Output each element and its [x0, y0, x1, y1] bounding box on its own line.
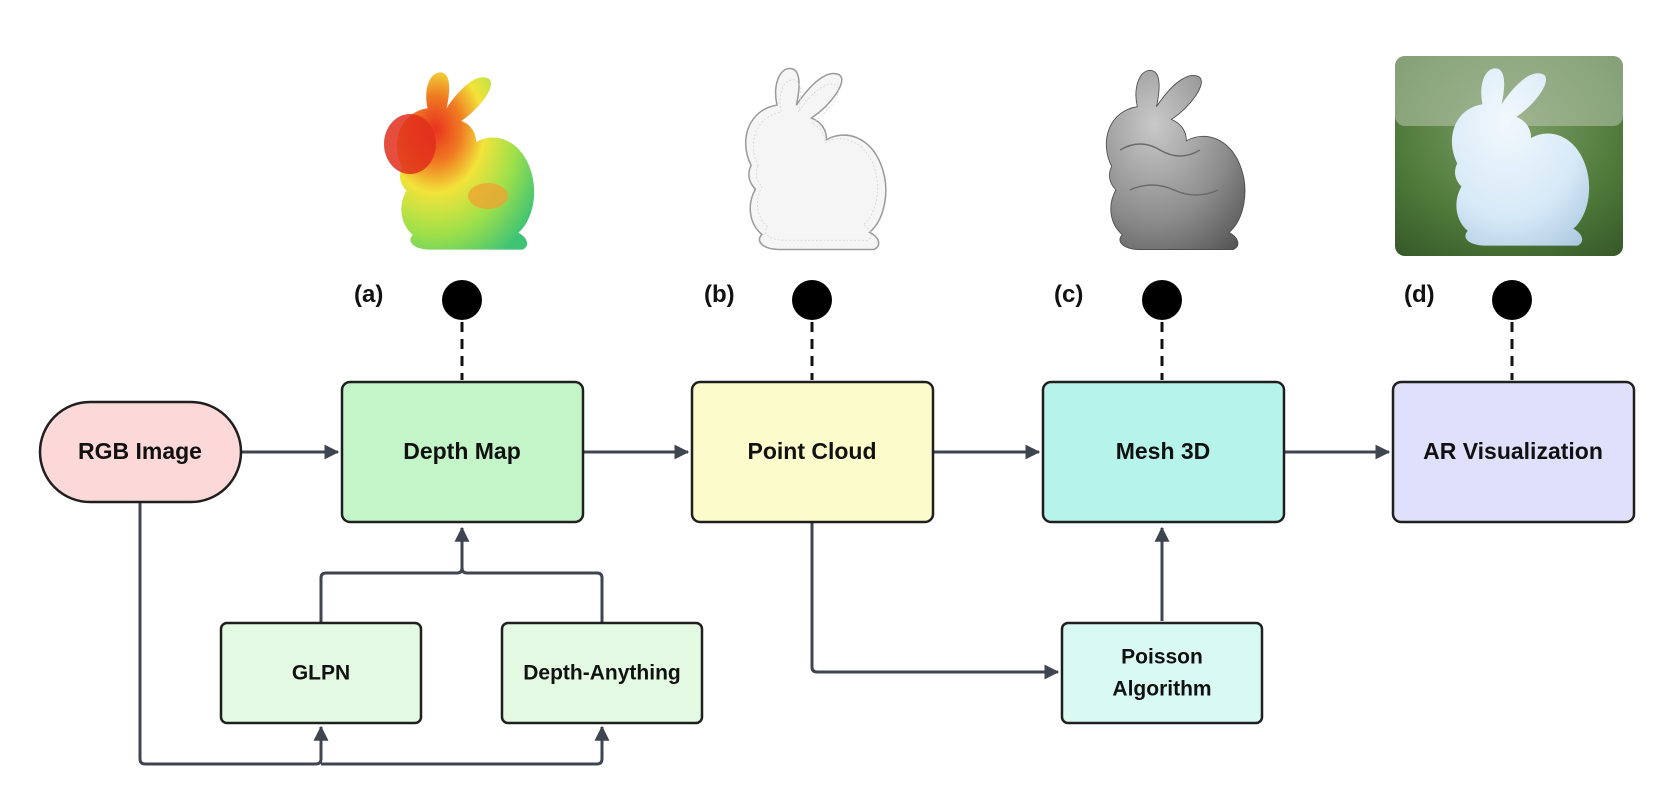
node-point-cloud: Point Cloud	[690, 380, 935, 524]
panel-marker-d	[1492, 280, 1532, 380]
node-poisson-algorithm-shape	[1060, 621, 1264, 725]
panel-image-ar-bunny	[1395, 56, 1623, 256]
panel-image-point-cloud-bunny	[744, 67, 887, 251]
edge-pointcloud-to-poisson	[810, 522, 1060, 680]
panel-image-mesh-bunny	[1105, 69, 1246, 251]
panel-image-depth-bunny	[384, 72, 535, 250]
edge-rgb-to-depthanything	[321, 725, 610, 766]
node-ar-visualization-shape	[1391, 380, 1636, 524]
panel-marker-a	[442, 280, 482, 380]
node-poisson-algorithm-label-line1: Poisson	[1121, 646, 1203, 669]
edge-depthanything-to-depth	[460, 567, 604, 622]
panel-label-a: (a)	[354, 281, 383, 308]
node-poisson-algorithm: Poisson Algorithm	[1060, 621, 1264, 725]
node-glpn-shape	[219, 621, 423, 725]
panel-marker-c	[1142, 280, 1182, 380]
node-rgb-image-shape	[38, 400, 243, 504]
node-depth-anything-shape	[500, 621, 704, 725]
panel-label-d: (d)	[1404, 281, 1435, 308]
node-rgb-image-label: RGB Image	[78, 438, 202, 464]
node-glpn-label: GLPN	[292, 662, 350, 685]
panel-label-c: (c)	[1054, 281, 1083, 308]
node-depth-anything-label: Depth-Anything	[523, 662, 680, 685]
node-glpn: GLPN	[219, 621, 423, 725]
node-depth-anything: Depth-Anything	[500, 621, 704, 725]
node-rgb-image: RGB Image	[38, 400, 243, 504]
node-mesh-3d-shape	[1041, 380, 1286, 524]
node-ar-visualization-label: AR Visualization	[1423, 438, 1603, 464]
node-mesh-3d-label: Mesh 3D	[1116, 438, 1211, 464]
node-point-cloud-label: Point Cloud	[747, 438, 876, 464]
node-poisson-algorithm-label-line2: Algorithm	[1112, 678, 1211, 701]
edge-rgb-to-glpn	[138, 500, 329, 766]
node-depth-map-label: Depth Map	[403, 438, 521, 464]
edge-glpn-to-depth	[319, 526, 470, 622]
node-depth-map-shape	[340, 380, 585, 524]
panel-label-b: (b)	[704, 281, 735, 308]
node-ar-visualization: AR Visualization	[1391, 380, 1636, 524]
node-point-cloud-shape	[690, 380, 935, 524]
node-depth-map: Depth Map	[340, 380, 585, 524]
node-mesh-3d: Mesh 3D	[1041, 380, 1286, 524]
panel-marker-b	[792, 280, 832, 380]
